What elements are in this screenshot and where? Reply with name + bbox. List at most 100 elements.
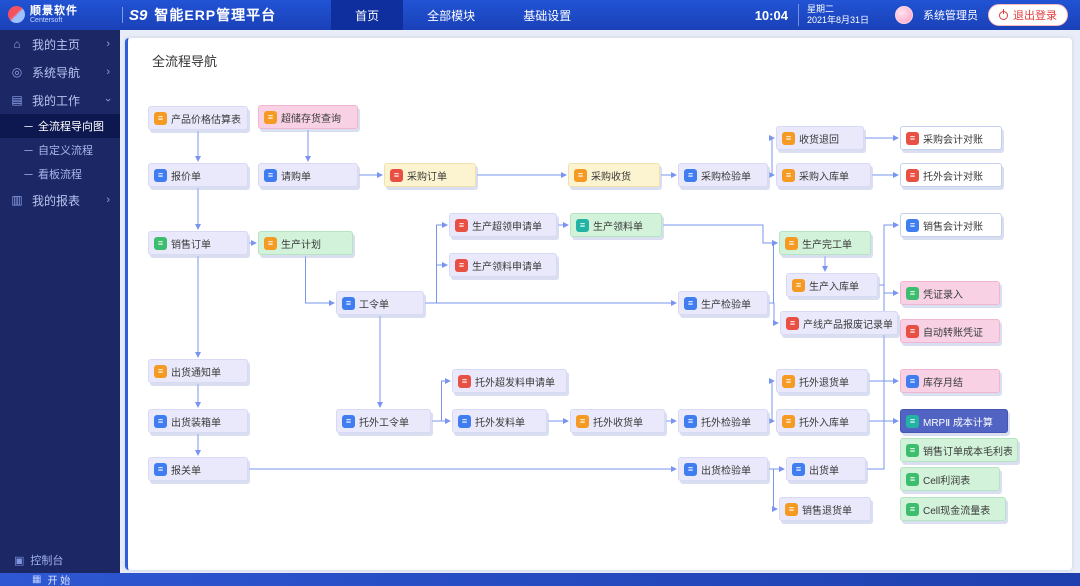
flow-node-label: 收货退回 (799, 134, 839, 146)
doc-icon: ≡ (342, 296, 355, 310)
flow-node-outsource_work[interactable]: ≡托外工令单 (336, 409, 431, 433)
flow-node-product_price[interactable]: ≡产品价格估算表 (148, 106, 248, 130)
doc-icon: ≡ (906, 218, 919, 232)
flow-node-production_plan[interactable]: ≡生产计划 (258, 231, 353, 255)
flow-node-label: 托外检验单 (701, 417, 751, 429)
console-button[interactable]: ▣ 控制台 (0, 552, 120, 568)
nav-tab-all-modules[interactable]: 全部模块 (427, 8, 476, 23)
doc-icon: ≡ (906, 286, 919, 300)
flow-node-prod_inspect[interactable]: ≡生产检验单 (678, 291, 768, 315)
doc-icon: ≡ (906, 168, 919, 182)
logout-button[interactable]: 退出登录 (988, 4, 1068, 26)
sidebar-item-label: 我的主页 (32, 37, 81, 52)
flow-node-purchase_order[interactable]: ≡采购订单 (384, 163, 476, 187)
flow-node-ship_order[interactable]: ≡出货单 (786, 457, 866, 481)
flow-node-inventory_month[interactable]: ≡库存月结 (900, 369, 1000, 393)
flow-node-purchase_account[interactable]: ≡采购会计对账 (900, 126, 1002, 150)
flow-node-label: Cell现金流量表 (923, 505, 991, 517)
doc-icon: ≡ (154, 462, 167, 476)
sidebar: ⌂ 我的主页 › ◎ 系统导航 › ▤ 我的工作 › 一 全流程导向图 一 自定… (0, 30, 120, 586)
flow-node-outsource_material[interactable]: ≡托外发料单 (452, 409, 547, 433)
flow-node-cell_profit[interactable]: ≡Cell利润表 (900, 467, 1000, 491)
clock-time: 10:04 (754, 7, 788, 23)
flow-node-prod_material_request[interactable]: ≡ 生产领料申请单 (449, 253, 557, 277)
flow-node-auto_transfer[interactable]: ≡自动转账凭证 (900, 319, 1000, 343)
flow-node-outsource_inspect[interactable]: ≡ 托外检验单 (678, 409, 768, 433)
flow-node-label: 生产领料申请单 (472, 261, 542, 273)
flow-node-prod_material[interactable]: ≡生产领料单 (570, 213, 662, 237)
username-label[interactable]: 系统管理员 (923, 10, 978, 22)
doc-icon: ≡ (782, 414, 795, 428)
top-nav: 首页 全部模块 基础设置 (331, 0, 595, 30)
flow-node-label: 采购会计对账 (923, 134, 983, 146)
nav-tab-basic-settings[interactable]: 基础设置 (523, 8, 572, 23)
logo-name-en: Centersoft (30, 17, 63, 25)
flow-node-ship_notice[interactable]: ≡出货通知单 (148, 359, 248, 383)
doc-icon: ≡ (792, 278, 805, 292)
flow-node-receipt_return[interactable]: ≡ 收货退回 (776, 126, 864, 150)
user-avatar[interactable] (895, 6, 913, 24)
chevron-right-icon: › (106, 194, 110, 206)
sidebar-subitem-kanban-process[interactable]: 一 看板流程 (0, 162, 120, 186)
flow-node-purchase_inspect[interactable]: ≡采购检验单 (678, 163, 768, 187)
page-title: 全流程导航 (152, 54, 218, 69)
sidebar-item-my-work[interactable]: ▤ 我的工作 › (0, 86, 120, 114)
flow-node-label: 出货装箱单 (171, 417, 221, 429)
flow-node-cell_cashflow[interactable]: ≡Cell现金流量表 (900, 497, 1006, 521)
flow-node-outsource_super_request[interactable]: ≡托外超发料申请单 (452, 369, 567, 393)
compass-icon: ◎ (11, 65, 23, 79)
flow-node-prod_instock[interactable]: ≡ 生产入库单 (786, 273, 878, 297)
doc-icon: ≡ (684, 414, 697, 428)
sidebar-item-system-nav[interactable]: ◎ 系统导航 › (0, 58, 120, 86)
date-block: 星期二 2021年8月31日 (797, 3, 869, 27)
nav-tab-home[interactable]: 首页 (331, 0, 404, 30)
flow-node-ship_inspect[interactable]: ≡出货检验单 (678, 457, 768, 481)
flow-node-label: 出货通知单 (171, 367, 221, 379)
sidebar-item-my-home[interactable]: ⌂ 我的主页 › (0, 30, 120, 58)
flow-node-voucher_entry[interactable]: ≡凭证录入 (900, 281, 1000, 305)
flow-node-prod_super_request[interactable]: ≡生产超领申请单 (449, 213, 557, 237)
flow-node-label: 生产完工单 (802, 239, 852, 251)
flow-node-quotation[interactable]: ≡报价单 (148, 163, 248, 187)
date-label: 2021年8月31日 (806, 15, 869, 25)
flow-node-prod_complete[interactable]: ≡生产完工单 (779, 231, 871, 255)
doc-icon: ≡ (458, 414, 471, 428)
logo-name-cn: 顺景软件 (30, 4, 78, 17)
flow-node-sales_cost_profit[interactable]: ≡销售订单成本毛利表 (900, 438, 1018, 462)
flow-node-outsource_receipt[interactable]: ≡托外收货单 (570, 409, 665, 433)
doc-icon: ≡ (576, 414, 589, 428)
doc-icon: ≡ (792, 462, 805, 476)
flow-node-sales_order[interactable]: ≡销售订单 (148, 231, 248, 255)
flow-node-purchase_instock[interactable]: ≡采购入库单 (776, 163, 871, 187)
sidebar-item-my-reports[interactable]: ▥ 我的报表 › (0, 186, 120, 214)
flow-node-label: 托外退货单 (799, 377, 849, 389)
flow-node-outsource_instock[interactable]: ≡托外入库单 (776, 409, 868, 433)
sidebar-subitem-custom-process[interactable]: 一 自定义流程 (0, 138, 120, 162)
flow-node-work_order[interactable]: ≡工令单 (336, 291, 424, 315)
doc-icon: ≡ (906, 472, 919, 486)
flow-node-super_storage[interactable]: ≡超储存货查询 (258, 105, 358, 129)
flow-node-label: 销售订单 (171, 239, 211, 251)
start-bar[interactable]: ▦ 开 始 (0, 573, 1080, 586)
flow-node-ship_box[interactable]: ≡出货装箱单 (148, 409, 248, 433)
doc-icon: ≡ (455, 258, 468, 272)
flow-node-label: 生产计划 (281, 239, 321, 251)
flow-node-line_scrap[interactable]: ≡产线产品报废记录单 (780, 311, 898, 335)
flow-node-sales_return[interactable]: ≡销售退货单 (779, 497, 871, 521)
flow-node-label: 请购单 (281, 171, 311, 183)
flow-node-label: 采购入库单 (799, 171, 849, 183)
flow-node-outsource_return[interactable]: ≡托外退货单 (776, 369, 868, 393)
flow-node-purchase_request[interactable]: ≡请购单 (258, 163, 358, 187)
doc-icon: ≡ (782, 131, 795, 145)
flow-node-outsource_account[interactable]: ≡托外会计对账 (900, 163, 1002, 187)
flow-node-label: 生产入库单 (809, 281, 859, 293)
flow-node-sales_account[interactable]: ≡ 销售会计对账 (900, 213, 1002, 237)
flow-node-label: MRPⅡ 成本计算 (923, 417, 993, 429)
flow-node-label: 销售会计对账 (923, 221, 983, 233)
flow-node-customs[interactable]: ≡报关单 (148, 457, 248, 481)
doc-icon: ≡ (684, 296, 697, 310)
flow-node-purchase_receipt[interactable]: ≡采购收货 (568, 163, 660, 187)
flow-node-mrp_cost[interactable]: ≡MRPⅡ 成本计算 (900, 409, 1008, 433)
sidebar-subitem-full-process-map[interactable]: 一 全流程导向图 (0, 114, 120, 138)
